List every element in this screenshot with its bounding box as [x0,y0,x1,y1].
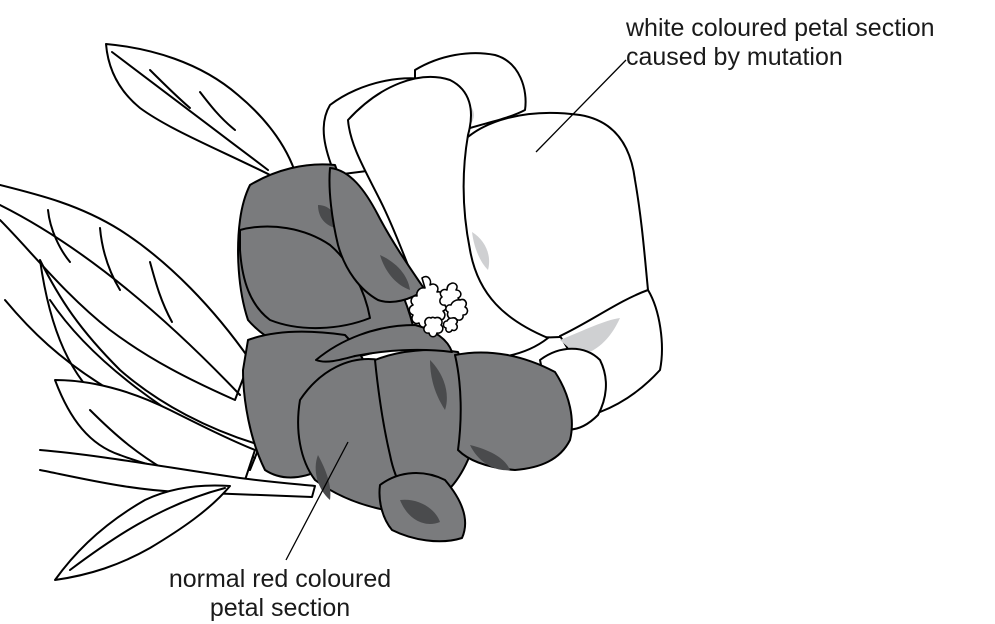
white-petal-label-line-2: caused by mutation [626,43,935,72]
red-petal-label-line-1: normal red coloured [150,565,410,594]
top-leaf [106,44,298,182]
white-petal-label-line-1: white coloured petal section [626,14,935,43]
red-petal-label: normal red coloured petal section [150,565,410,623]
red-petal-label-line-2: petal section [150,594,410,623]
white-petal-label: white coloured petal section caused by m… [626,14,935,72]
